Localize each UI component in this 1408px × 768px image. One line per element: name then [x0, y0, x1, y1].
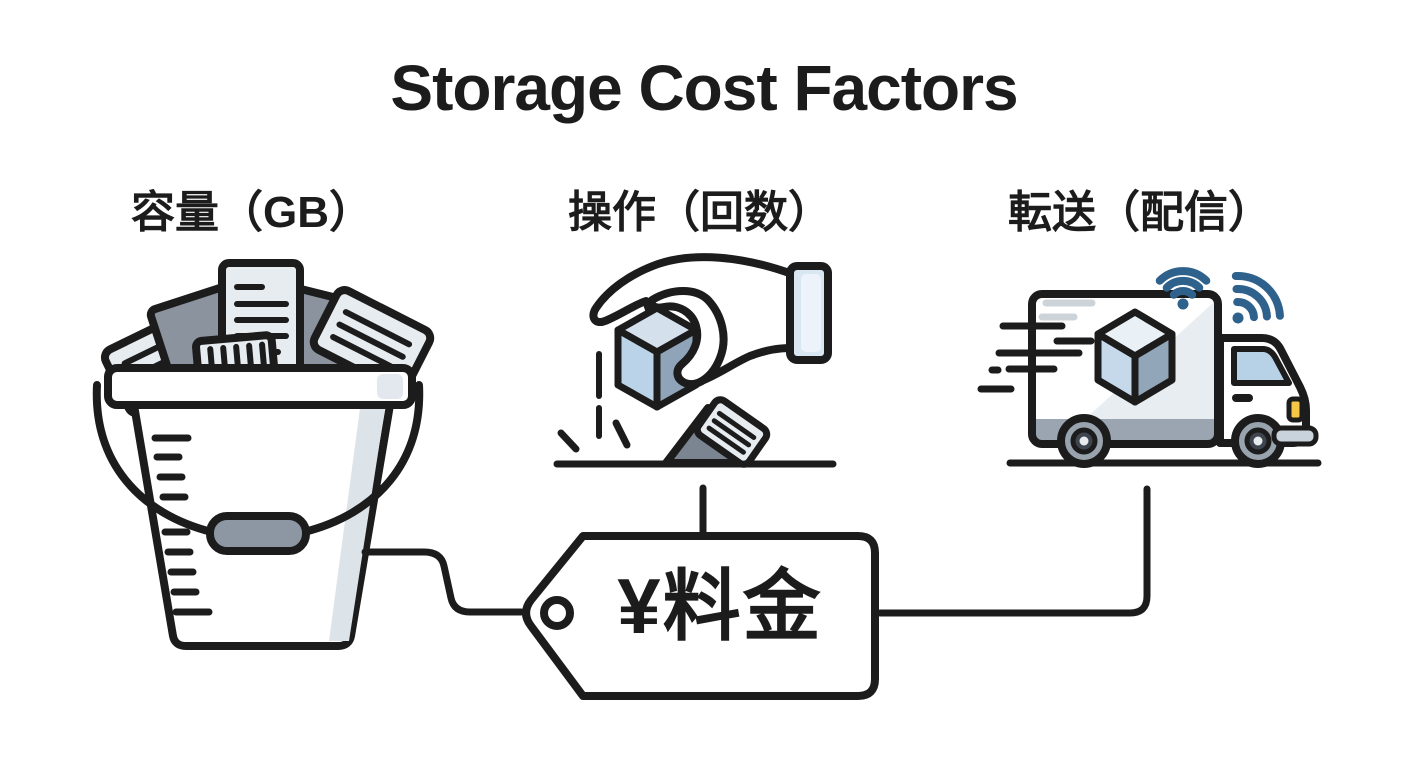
bucket-of-files-icon	[92, 259, 435, 650]
headlight	[1286, 396, 1305, 423]
wifi-signal-icon-2	[1231, 272, 1284, 324]
factor-label-transfer: 転送（配信）	[1008, 188, 1272, 237]
ground-card	[693, 396, 771, 468]
storage-cube-icon	[614, 304, 700, 411]
factor-label-operations: 操作（回数）	[568, 188, 832, 237]
handle-grip	[206, 512, 310, 555]
measurement-ticks	[151, 434, 213, 616]
connector-capacity-to-price	[361, 548, 525, 616]
door-handle	[1232, 394, 1253, 402]
wifi-signal-icon	[1155, 267, 1211, 310]
connector-lines	[361, 484, 1151, 617]
impact-spark-lines	[557, 419, 631, 453]
windshield	[1231, 346, 1292, 386]
finger	[647, 287, 728, 389]
cargo-cube-icon	[1094, 308, 1176, 406]
hand-placing-cube-icon	[553, 253, 837, 468]
price-tag-label: ¥料金	[617, 562, 823, 650]
page-title: Storage Cost Factors	[390, 52, 1018, 124]
front-bumper	[1271, 425, 1319, 447]
price-tag-icon	[522, 532, 879, 700]
delivery-truck-wifi-icon	[977, 267, 1322, 468]
connector-transfer-to-price	[876, 485, 1151, 617]
tag-hole	[540, 596, 574, 630]
rear-wheel	[1057, 414, 1111, 468]
factor-label-capacity: 容量（GB）	[131, 188, 373, 237]
